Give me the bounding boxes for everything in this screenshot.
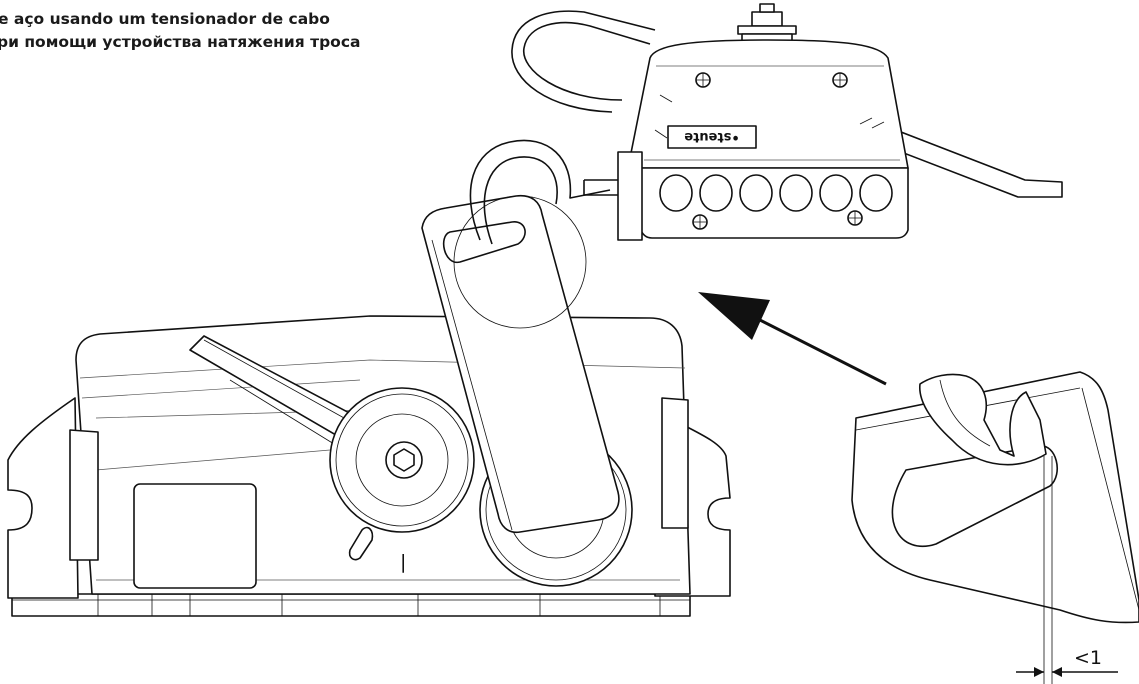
detail-rope-loop xyxy=(919,373,1047,466)
detail-cable-slot xyxy=(891,445,1058,547)
caption-line-russian: ри помощи устройства натяжения троса xyxy=(0,33,361,51)
rope-switch-front-view: | xyxy=(7,139,731,617)
rope-switch-top-view: •steute xyxy=(511,3,1063,241)
arm-cable-slot xyxy=(442,221,526,263)
switch-lock-tab xyxy=(348,526,374,561)
top-switch-rope-loop xyxy=(511,10,656,113)
switch-left-flange xyxy=(7,397,79,599)
instruction-caption: e aço usando um tensionador de cabo ри п… xyxy=(0,8,360,54)
detail-highlight-circle xyxy=(453,195,587,329)
caption-line-portuguese: e aço usando um tensionador de cabo xyxy=(0,10,330,28)
brand-logo: •steute xyxy=(684,129,740,144)
top-switch-body-screws xyxy=(692,210,863,230)
switch-tension-wheel-left xyxy=(329,387,475,533)
top-switch-logo-plate xyxy=(667,125,757,149)
detail-gap-dimension: <1 xyxy=(1016,456,1118,684)
detail-arrow xyxy=(698,292,887,386)
switch-tension-arm xyxy=(421,194,620,534)
switch-mounting-base xyxy=(11,593,691,617)
top-switch-cable-entries xyxy=(659,174,893,212)
top-switch-side-cap xyxy=(617,151,643,241)
top-switch-lid-screws xyxy=(695,72,848,88)
switch-position-mark: | xyxy=(400,551,406,573)
switch-right-side-cap xyxy=(661,397,689,529)
main-rope-loop xyxy=(469,139,611,245)
dimension-label: <1 xyxy=(1074,647,1102,669)
switch-label-window xyxy=(133,483,257,589)
slot-detail-view: <1 xyxy=(851,371,1139,684)
switch-left-side-cap xyxy=(69,429,99,561)
housing-contour-lines xyxy=(79,359,686,581)
